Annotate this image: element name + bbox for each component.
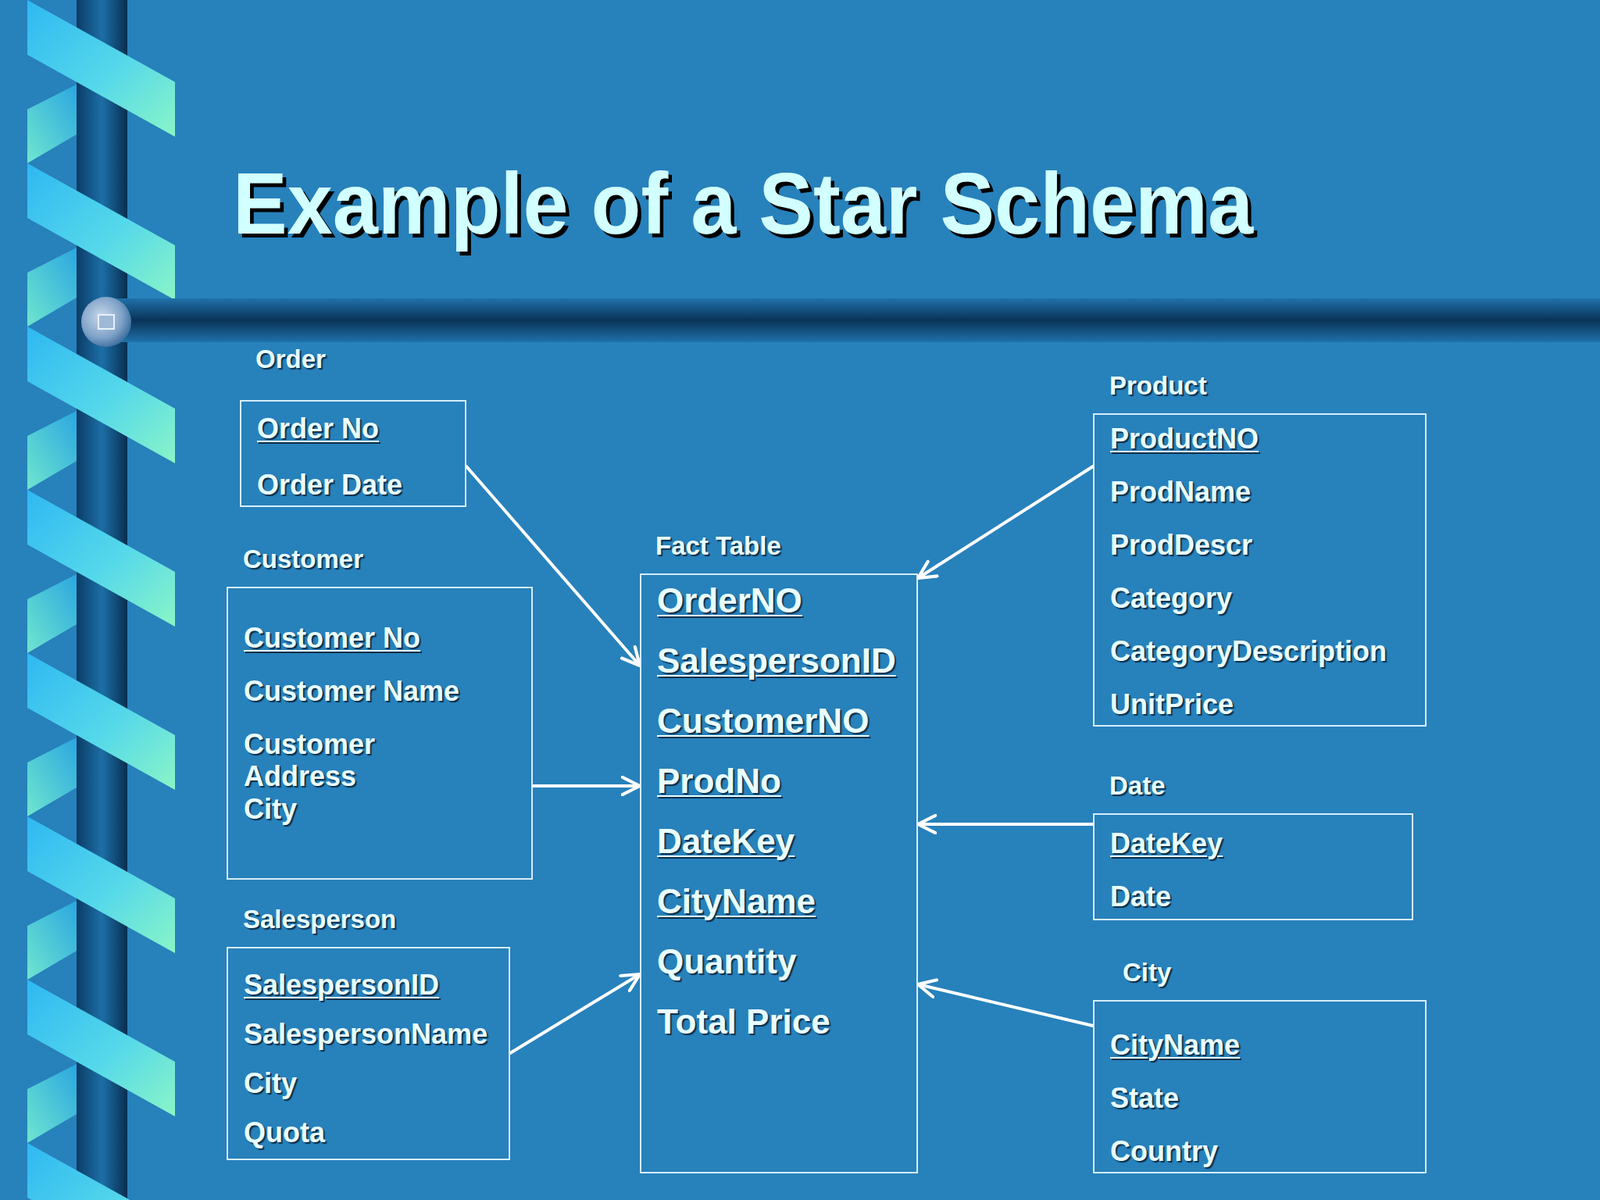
field-row: City [243,792,516,825]
attribute-field: UnitPrice [1110,688,1234,721]
key-field: DateKey [1110,827,1223,860]
attribute-field: ProdName [1110,475,1251,508]
key-field: ProductNO [1110,422,1259,455]
field-row: CityName [1110,1028,1410,1083]
key-field: ProdNo [657,761,782,802]
field-row: SalespersonName [243,1017,493,1068]
relation-arrow [917,466,1093,579]
field-row: CityName [657,882,901,943]
field-row: UnitPrice [1110,688,1410,721]
relation-arrow [917,984,1093,1026]
field-row: CustomerNO [657,701,901,762]
field-row: Customer No [243,621,516,675]
key-field: Order No [257,412,379,445]
field-row: Customer Address [243,728,516,793]
table-box: ProductProductNOProdNameProdDescrCategor… [1092,413,1427,727]
field-row: OrderNO [657,581,901,642]
attribute-field: Quantity [657,942,797,983]
attribute-field: Country [1110,1135,1218,1168]
key-field: DateKey [657,821,795,862]
attribute-field: City [243,792,297,825]
relation-arrow [532,784,640,788]
attribute-field: Customer Address [243,728,479,793]
field-row: CategoryDescription [1110,635,1410,689]
relation-arrow [510,974,640,1054]
bar-knob-square [98,314,115,329]
attribute-field: Total Price [657,1002,831,1043]
attribute-field: Date [1110,880,1172,913]
table-name: City [1122,957,1172,988]
attribute-field: Customer Name [243,675,460,708]
field-row: Quantity [657,942,901,1003]
field-row: Order No [257,412,450,469]
field-row: ProductNO [1110,422,1410,476]
table-box: OrderOrder NoOrder Date [239,400,467,508]
table-box: CustomerCustomer NoCustomer NameCustomer… [226,586,533,880]
field-row: Quota [243,1116,493,1149]
field-row: ProdNo [657,761,901,822]
table-box: Fact TableOrderNOSalespersonIDCustomerNO… [639,573,918,1174]
table-name: Product [1109,371,1208,401]
field-row: State [1110,1082,1410,1136]
attribute-field: Quota [243,1116,325,1149]
bar-knob [81,296,132,347]
table-box: SalespersonSalespersonIDSalespersonNameC… [226,946,511,1161]
field-row: Date [1110,880,1397,913]
key-field: Customer No [243,621,421,654]
attribute-field: CategoryDescription [1110,635,1387,668]
attribute-field: SalespersonName [243,1017,488,1050]
attribute-field: Category [1110,582,1233,615]
attribute-field: ProdDescr [1110,528,1253,561]
table-name: Customer [242,544,364,575]
attribute-field: Order Date [257,468,403,501]
relation-arrow [466,466,640,666]
field-row: DateKey [657,821,901,883]
ribbon-front [27,0,175,1200]
key-field: SalespersonID [657,641,897,682]
field-row: ProdName [1110,475,1410,529]
key-field: SalespersonID [243,968,440,1001]
field-row: ProdDescr [1110,528,1410,583]
key-field: CityName [1110,1028,1240,1061]
table-box: CityCityNameStateCountry [1092,1000,1427,1174]
field-row: City [243,1067,493,1117]
table-box: DateDateKeyDate [1092,813,1414,921]
field-row: Category [1110,582,1410,636]
attribute-field: State [1110,1082,1179,1115]
table-name: Fact Table [655,531,782,561]
table-name: Date [1109,771,1166,801]
field-row: Order Date [257,468,450,501]
key-field: CustomerNO [657,701,869,742]
field-row: Country [1110,1135,1410,1168]
attribute-field: City [243,1067,297,1100]
title-bar [101,298,1600,343]
key-field: CityName [657,882,816,922]
field-row: SalespersonID [243,968,493,1018]
field-row: Customer Name [243,675,516,729]
field-row: Total Price [657,1002,901,1043]
slide-title: Example of a Star Schema [232,160,1254,248]
table-name: Order [255,344,326,375]
relation-arrow [917,822,1093,826]
table-name: Salesperson [242,904,397,935]
field-row: DateKey [1110,827,1397,881]
key-field: OrderNO [657,581,803,622]
field-row: SalespersonID [657,641,901,702]
